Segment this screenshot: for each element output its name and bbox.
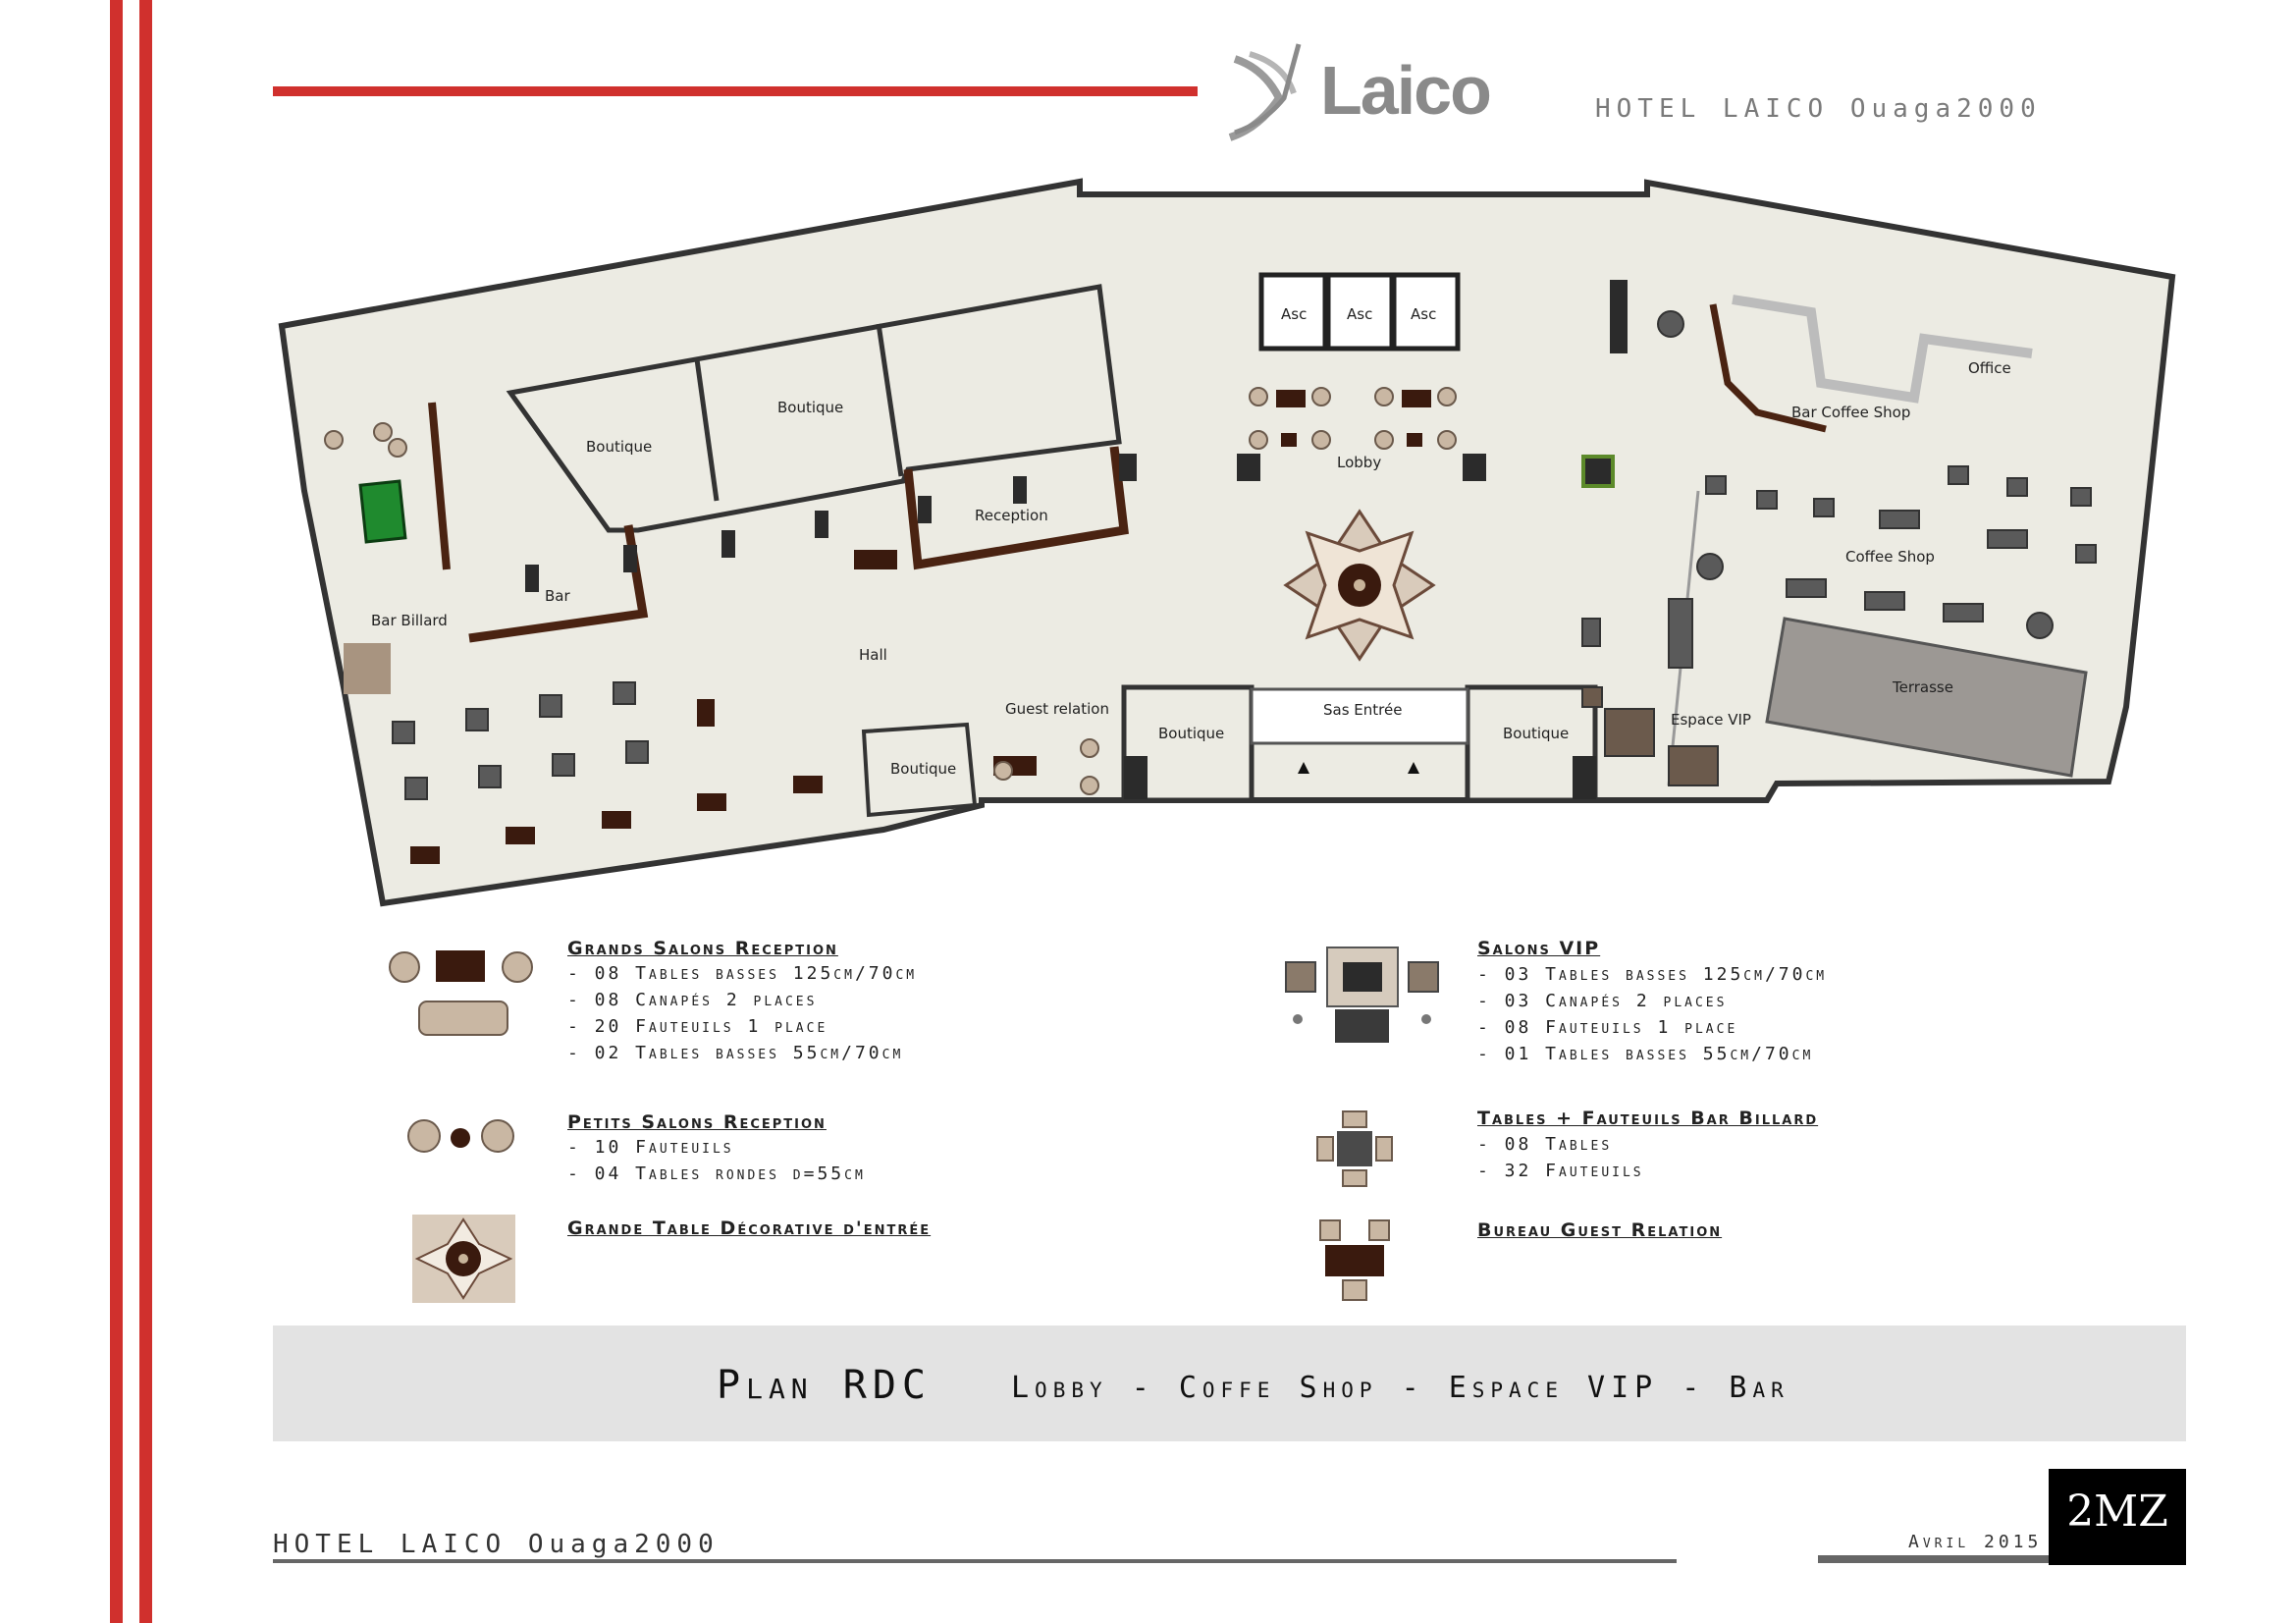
legend-salons-vip-icon [1285, 947, 1439, 1043]
legend-tables-billard-icon [1316, 1110, 1393, 1187]
legend-line: - 03 Canapés 2 places [1477, 991, 1728, 1011]
legend-line: - 04 Tables rondes d=55cm [567, 1163, 866, 1184]
legend-title-tables-billard: Tables + Fauteuils Bar Billard [1477, 1108, 1819, 1129]
label-bar-coffee-shop: Bar Coffee Shop [1791, 404, 1910, 421]
left-red-bar-inner [139, 0, 152, 1623]
title-banner [273, 1325, 2186, 1441]
footer-date: Avril 2015 [1908, 1532, 2043, 1552]
elevator-2 [1325, 272, 1395, 352]
elevator-1 [1258, 272, 1328, 352]
legend-title-salons-vip: Salons VIP [1477, 938, 1601, 959]
label-boutique-d: Boutique [1158, 725, 1224, 742]
legend-line: - 32 Fauteuils [1477, 1161, 1644, 1181]
header-red-rule [273, 86, 1198, 96]
footer-title: HOTEL LAICO Ouaga2000 [273, 1530, 720, 1559]
decorative-entry-table [1283, 509, 1436, 662]
left-red-bar-outer [110, 0, 123, 1623]
elevator-3 [1391, 272, 1461, 352]
billiard-table [358, 479, 407, 544]
footer-rule [273, 1559, 1677, 1563]
banner-main-title: Plan RDC [717, 1363, 932, 1408]
logo-swoosh-icon [1228, 43, 1302, 141]
label-boutique-e: Boutique [1503, 725, 1569, 742]
legend-grande-table-icon [412, 1215, 515, 1303]
label-terrasse: Terrasse [1892, 678, 1953, 696]
legend-title-grands-salons: Grands Salons Reception [567, 938, 838, 959]
legend-line: - 08 Fauteuils 1 place [1477, 1017, 1738, 1038]
legend-bureau-guest-icon [1319, 1219, 1390, 1301]
label-guest-relation: Guest relation [1005, 700, 1109, 718]
label-boutique-b: Boutique [777, 399, 843, 416]
legend-line: - 20 Fauteuils 1 place [567, 1016, 828, 1037]
header-title: HOTEL LAICO Ouaga2000 [1595, 94, 2042, 124]
logo-text: Laico [1320, 52, 1492, 129]
label-sas-entree: Sas Entrée [1323, 701, 1402, 719]
label-hall: Hall [859, 646, 887, 664]
legend-title-petits-salons: Petits Salons Reception [567, 1111, 827, 1133]
label-boutique-c: Boutique [890, 760, 956, 778]
label-coffee-shop: Coffee Shop [1845, 548, 1935, 566]
label-reception: Reception [975, 507, 1048, 524]
legend-line: - 01 Tables basses 55cm/70cm [1477, 1044, 1814, 1064]
legend-petits-salons-icon [407, 1119, 514, 1153]
label-asc-2: Asc [1347, 305, 1372, 323]
label-asc-1: Asc [1281, 305, 1307, 323]
label-bar: Bar [545, 587, 570, 605]
brand-logo-text: 2MZ [2066, 1487, 2168, 1537]
sas-entree [1250, 687, 1469, 745]
banner-subtitle: Lobby - Coffe Shop - Espace VIP - Bar [1011, 1371, 1789, 1405]
brand-logo: 2MZ [2049, 1469, 2186, 1565]
legend-line: - 10 Fauteuils [567, 1137, 734, 1158]
floor-plan: Asc Asc Asc Lobby Boutique Boutique Rece… [278, 178, 2176, 907]
terrasse [1765, 617, 2088, 778]
footer-date-rule [1818, 1555, 2049, 1563]
label-boutique-a: Boutique [586, 438, 652, 456]
legend-line: - 02 Tables basses 55cm/70cm [567, 1043, 904, 1063]
legend-line: - 08 Canapés 2 places [567, 990, 818, 1010]
label-bar-billard: Bar Billard [371, 612, 448, 629]
legend-line: - 08 Tables [1477, 1134, 1613, 1155]
legend-title-grande-table: Grande Table Décorative d'entrée [567, 1217, 932, 1239]
label-asc-3: Asc [1411, 305, 1436, 323]
label-espace-vip: Espace VIP [1671, 711, 1751, 729]
legend-line: - 08 Tables basses 125cm/70cm [567, 963, 918, 984]
legend-title-bureau-guest: Bureau Guest Relation [1477, 1219, 1723, 1241]
legend-grands-salons-icon [389, 950, 533, 1036]
label-lobby: Lobby [1337, 454, 1381, 471]
label-office: Office [1968, 359, 2011, 377]
legend-line: - 03 Tables basses 125cm/70cm [1477, 964, 1828, 985]
